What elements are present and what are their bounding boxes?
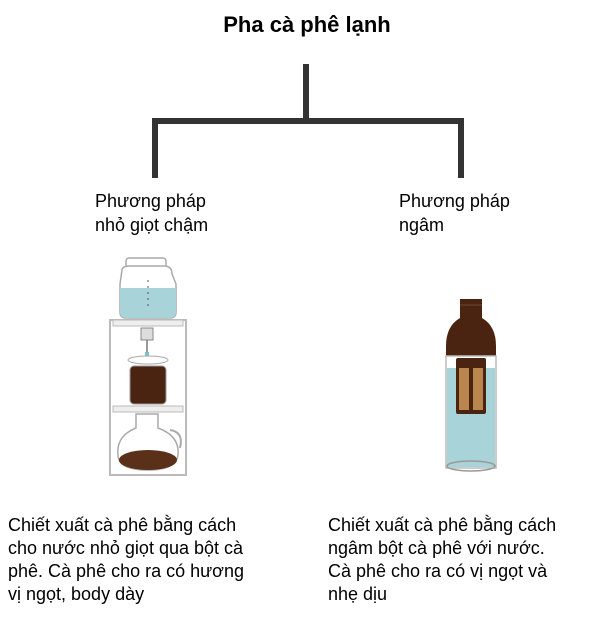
method-description-immersion: Chiết xuất cà phê bằng cách ngâm bột cà … bbox=[328, 515, 557, 604]
method-label-drip: Phương pháp nhỏ giọt chậm bbox=[95, 191, 209, 235]
method-label-immersion: Phương pháp ngâm bbox=[399, 191, 510, 235]
connector-lines bbox=[152, 64, 464, 178]
diagram-title: Pha cà phê lạnh bbox=[223, 12, 391, 37]
method-description-drip: Chiết xuất cà phê bằng cách cho nước nhỏ… bbox=[8, 515, 245, 604]
